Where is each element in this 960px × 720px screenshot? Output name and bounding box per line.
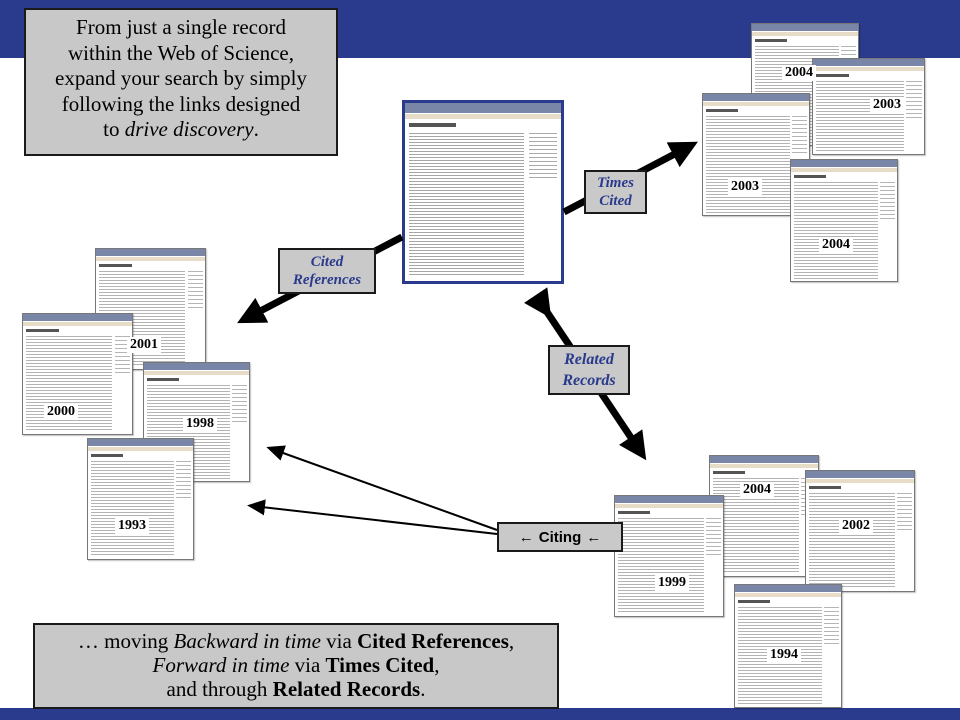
intro-line: From just a single record — [76, 15, 286, 39]
year-label: 1994 — [767, 647, 801, 663]
year-label: 1993 — [115, 518, 149, 534]
year-label: 1998 — [183, 416, 217, 432]
main-record-thumbnail — [402, 100, 564, 284]
summary-line: and through Related Records. — [35, 677, 557, 701]
summary-text: and through — [166, 677, 273, 701]
intro-text: . — [253, 117, 259, 141]
year-label: 2003 — [870, 97, 904, 113]
year-label: 1999 — [655, 575, 689, 591]
summary-line: … moving Backward in time via Cited Refe… — [35, 629, 557, 653]
intro-line: following the links designed — [61, 91, 301, 116]
intro-emphasis: drive discovery — [124, 117, 254, 141]
times-cited-label-line: Cited — [599, 193, 632, 209]
record-thumbnail-related-2004 — [709, 455, 819, 577]
record-thumbnail-cited-1993 — [87, 438, 194, 560]
intro-callout: From just a single record within the Web… — [24, 8, 338, 156]
intro-line: within the Web of Science, — [68, 40, 294, 65]
citing-label: ← Citing ← — [497, 522, 623, 552]
summary-text: … moving — [77, 629, 174, 653]
left-arrow-icon: ← — [518, 528, 534, 546]
summary-text: , — [434, 653, 440, 677]
summary-text: via — [289, 653, 326, 677]
summary-text: . — [420, 677, 426, 701]
intro-text: to — [103, 117, 125, 141]
summary-strong: Cited References — [357, 629, 509, 653]
year-label: 2004 — [819, 237, 853, 253]
record-thumbnail-times-2003-a — [812, 58, 925, 155]
intro-line-last: to drive discovery. — [26, 117, 336, 143]
record-thumbnail-related-1999 — [614, 495, 724, 617]
summary-emphasis: Backward in time — [173, 629, 321, 653]
record-thumbnail-times-2004-b — [790, 159, 898, 282]
year-label: 2004 — [740, 482, 774, 498]
year-label: 2004 — [782, 65, 816, 81]
summary-callout: … moving Backward in time via Cited Refe… — [33, 623, 559, 709]
summary-strong: Times Cited — [325, 653, 435, 677]
cited-references-label-line: References — [292, 272, 362, 288]
times-cited-label-line: Times — [597, 175, 634, 191]
intro-line: expand your search by simply — [55, 66, 307, 90]
bottom-band — [0, 708, 960, 720]
related-records-label: Related Records — [548, 345, 630, 395]
times-cited-label: Times Cited — [584, 170, 647, 214]
related-records-label-line: Records — [562, 372, 616, 389]
citing-arrow-upper — [266, 445, 498, 531]
record-thumbnail-times-2003-b — [702, 93, 810, 216]
summary-strong: Related Records — [272, 677, 421, 701]
citing-label-text: Citing — [538, 528, 582, 546]
summary-text: , — [508, 629, 515, 653]
summary-text: via — [320, 629, 358, 653]
year-label: 2000 — [44, 404, 78, 420]
left-arrow-icon: ← — [586, 528, 602, 546]
cited-references-label: Cited References — [278, 248, 376, 294]
year-label: 2001 — [127, 337, 161, 353]
year-label: 2003 — [728, 179, 762, 195]
related-records-label-line: Related — [564, 351, 614, 368]
summary-emphasis: Forward in time — [152, 653, 290, 677]
summary-line: Forward in time via Times Cited, — [35, 653, 557, 677]
record-thumbnail-related-1994 — [734, 584, 842, 708]
year-label: 2002 — [839, 518, 873, 534]
cited-references-label-line: Cited — [310, 254, 344, 270]
citing-arrow-lower — [247, 499, 498, 535]
